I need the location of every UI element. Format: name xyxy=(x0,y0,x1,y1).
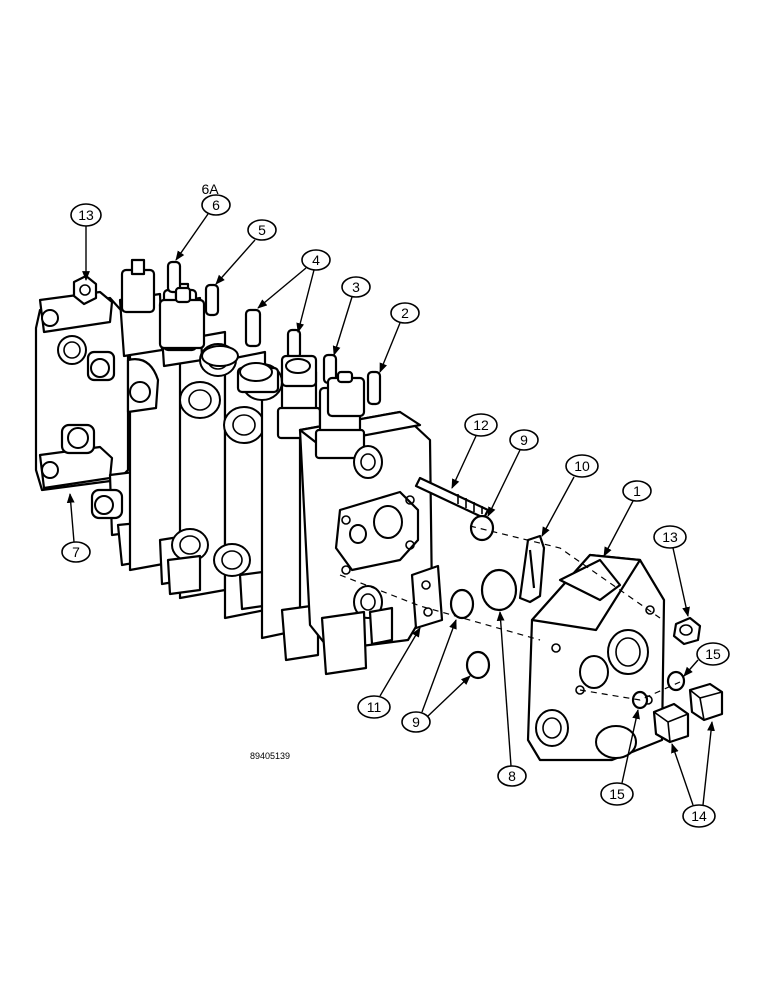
callout-13-right-label: 13 xyxy=(662,529,678,545)
plug-lower xyxy=(652,702,690,744)
callout-5: 5 xyxy=(215,219,277,285)
callout-11: 11 xyxy=(357,627,421,719)
o-ring-upper xyxy=(469,514,495,542)
callout-14: 14 xyxy=(671,721,716,828)
callout-12-label: 12 xyxy=(473,417,489,433)
callout-11-label: 11 xyxy=(367,699,382,715)
reference-number: 89405139 xyxy=(250,751,290,761)
callout-9-top-label: 9 xyxy=(520,432,528,448)
callout-12: 12 xyxy=(451,413,498,489)
seal-plate xyxy=(518,534,546,604)
callout-1: 1 xyxy=(603,480,652,557)
plug-upper xyxy=(688,682,724,722)
gasket-plate xyxy=(410,564,444,630)
callout-2-label: 2 xyxy=(401,305,409,321)
callout-6a-label: 6A xyxy=(201,181,219,197)
callout-8-label: 8 xyxy=(508,768,516,784)
callout-15-upper-label: 15 xyxy=(705,646,721,662)
end-cover xyxy=(526,553,666,762)
nut-left xyxy=(72,274,98,306)
callout-3: 3 xyxy=(332,276,371,356)
callout-6: 6 xyxy=(175,194,231,261)
control-valve-stack xyxy=(34,258,434,676)
callout-13-right: 13 xyxy=(653,525,690,617)
callout-10: 10 xyxy=(541,454,599,537)
callout-2: 2 xyxy=(379,302,420,373)
callout-15-upper: 15 xyxy=(683,642,730,677)
callout-4-label: 4 xyxy=(312,252,320,268)
callout-7-label: 7 xyxy=(72,544,80,560)
callout-9-bottom: 9 xyxy=(401,619,471,733)
o-ring-large xyxy=(480,568,518,612)
callout-10-label: 10 xyxy=(574,458,590,474)
callout-5-label: 5 xyxy=(258,222,266,238)
o-ring-middle xyxy=(449,588,475,620)
callout-15-lower-label: 15 xyxy=(609,786,625,802)
callout-15-lower: 15 xyxy=(600,709,640,806)
callout-6-label: 6 xyxy=(212,197,220,213)
alignment-lines xyxy=(339,525,681,701)
callout-13-top-label: 13 xyxy=(78,207,94,223)
callout-4: 4 xyxy=(257,249,331,333)
relief-valves xyxy=(158,286,366,418)
spool-levers xyxy=(166,260,382,406)
callout-14-label: 14 xyxy=(691,808,707,824)
callout-6a: 6A xyxy=(201,181,219,197)
callout-8: 8 xyxy=(496,611,527,787)
callout-1-label: 1 xyxy=(633,483,641,499)
callout-9-top: 9 xyxy=(487,429,539,517)
o-ring-lower xyxy=(465,650,491,680)
work-section-d xyxy=(241,363,322,662)
front-section xyxy=(298,386,434,676)
callout-13-top: 13 xyxy=(70,203,102,281)
seal-ring-upper xyxy=(666,670,686,692)
callout-7: 7 xyxy=(61,493,91,563)
callout-3-label: 3 xyxy=(352,279,360,295)
callout-9-bottom-label: 9 xyxy=(412,714,420,730)
nut-right xyxy=(672,616,702,646)
